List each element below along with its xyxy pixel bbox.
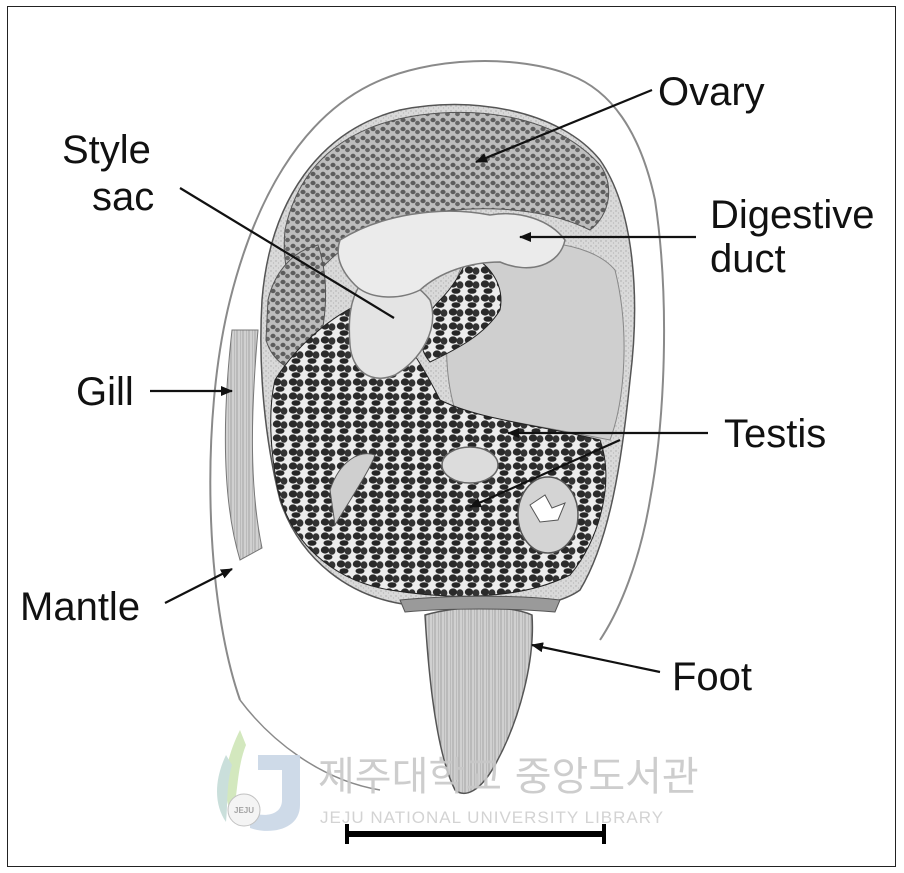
watermark-korean: 제주대학교 중앙도서관	[318, 754, 699, 800]
digestive-duct-label-line1: Digestive	[710, 193, 875, 237]
style-sac-label-line2: sac	[92, 175, 154, 219]
watermark-seal-text: JEJU	[234, 806, 254, 815]
foot-arrow	[532, 645, 660, 672]
gill-label: Gill	[76, 370, 134, 414]
intestine-loop	[442, 447, 498, 483]
watermark-english: JEJU NATIONAL UNIVERSITY LIBRARY	[320, 808, 664, 827]
scale-bar	[345, 824, 606, 844]
gill-tissue	[225, 330, 262, 560]
testis-label: Testis	[724, 412, 826, 456]
ovary-label: Ovary	[658, 70, 765, 114]
mantle-arrow	[165, 569, 232, 603]
mantle-label: Mantle	[20, 585, 140, 629]
foot-label: Foot	[672, 655, 752, 699]
watermark-logo-j	[250, 755, 300, 831]
digestive-duct-label-line2: duct	[710, 237, 786, 281]
style-sac-label-line1: Style	[62, 128, 151, 172]
